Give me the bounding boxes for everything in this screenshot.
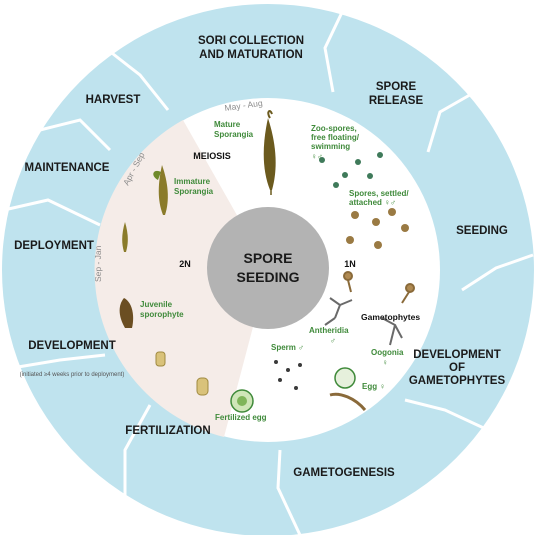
zoospore-icon — [319, 152, 383, 188]
svg-text:DEVELOPMENT: DEVELOPMENT — [413, 349, 501, 361]
oogonia-label-2: ♀ — [382, 358, 388, 367]
sperm-label: Sperm ♂ — [271, 343, 304, 352]
svg-text:GAMETOGENESIS: GAMETOGENESIS — [293, 467, 395, 479]
haploid-label: 1N — [344, 259, 356, 269]
svg-text:DEVELOPMENT: DEVELOPMENT — [28, 340, 116, 352]
kelp-blade-icon — [263, 110, 276, 195]
svg-text:HARVEST: HARVEST — [86, 94, 141, 106]
stage-spore-release: SPORE RELEASE — [369, 81, 424, 107]
early-juvenile-icon — [155, 351, 209, 396]
meiosis-label: MEIOSIS — [193, 151, 231, 161]
divider-8 — [3, 198, 101, 227]
stage-dev-gametophytes: DEVELOPMENT OF GAMETOPHYTES — [409, 349, 506, 387]
fertilized-egg-icon — [230, 389, 254, 413]
svg-text:AND MATURATION: AND MATURATION — [199, 49, 303, 61]
stage-deployment: DEPLOYMENT — [14, 240, 94, 252]
season-sep-jan: Sep - Jan — [93, 245, 103, 282]
zoospores-label-3: swimming — [311, 142, 350, 151]
zoospores-label-2: free floating/ — [311, 133, 360, 142]
svg-text:SORI COLLECTION: SORI COLLECTION — [198, 35, 304, 47]
spores-settled-label-2: attached ♀♂ — [349, 198, 396, 207]
antheridia-label-1: Antheridia — [309, 326, 349, 335]
zoospores-sex-label: ♀♂ — [311, 152, 323, 161]
divider-7 — [11, 353, 106, 370]
juvenile-label-1: Juvenile — [140, 300, 173, 309]
development-note: (initiated ≥4 weeks prior to deployment) — [20, 372, 125, 378]
svg-text:GAMETOPHYTES: GAMETOPHYTES — [409, 375, 506, 387]
immature-kelp-icon — [153, 165, 168, 215]
diploid-label: 2N — [179, 259, 191, 269]
divider-10 — [107, 48, 170, 111]
mature-sporangia-label-1: Mature — [214, 120, 241, 129]
divider-1 — [323, 5, 347, 93]
immature-sporangia-label-2: Sporangia — [174, 187, 214, 196]
juvenile-sporophyte-icon — [119, 298, 134, 328]
ring-dividers — [3, 5, 534, 535]
center-line2: SEEDING — [236, 269, 299, 285]
center-line1: SPORE — [243, 250, 292, 266]
divider-3 — [461, 253, 534, 292]
spores-settled-label-1: Spores, settled/ — [349, 189, 409, 198]
svg-text:SEEDING: SEEDING — [456, 225, 508, 237]
svg-text:DEPLOYMENT: DEPLOYMENT — [14, 240, 94, 252]
divider-2 — [426, 90, 476, 153]
stage-gametogenesis: GAMETOGENESIS — [293, 467, 395, 479]
zoospores-label-1: Zoo-spores, — [311, 124, 357, 133]
gametophyte-icon — [324, 297, 403, 346]
svg-text:SPORE: SPORE — [376, 81, 417, 93]
divider-6 — [123, 404, 152, 500]
settled-spore-icon — [346, 208, 409, 249]
stage-harvest: HARVEST — [86, 94, 141, 106]
small-kelp-icon — [122, 222, 128, 252]
gametophytes-label: Gametophytes — [361, 312, 420, 322]
germling-icon — [343, 271, 415, 304]
sperm-icon — [274, 360, 302, 390]
fertilized-egg-label: Fertilized egg — [215, 413, 267, 422]
divider-4 — [404, 398, 489, 432]
stage-development: DEVELOPMENT (initiated ≥4 weeks prior to… — [20, 340, 125, 378]
immature-sporangia-label-1: Immature — [174, 177, 211, 186]
center-circle — [207, 207, 329, 329]
egg-icon — [329, 367, 367, 411]
juvenile-label-2: sporophyte — [140, 310, 184, 319]
svg-text:RELEASE: RELEASE — [369, 95, 424, 107]
stage-sori: SORI COLLECTION AND MATURATION — [198, 35, 304, 61]
svg-text:MAINTENANCE: MAINTENANCE — [25, 162, 110, 174]
svg-text:FERTILIZATION: FERTILIZATION — [125, 425, 210, 437]
stage-fertilization: FERTILIZATION — [125, 425, 210, 437]
svg-text:OF: OF — [449, 362, 465, 374]
diploid-sector — [94, 120, 268, 437]
mature-sporangia-label-2: Sporangia — [214, 130, 254, 139]
egg-label: Egg ♀ — [362, 382, 385, 391]
divider-5 — [276, 449, 302, 535]
stage-maintenance: MAINTENANCE — [25, 162, 110, 174]
stage-seeding: SEEDING — [456, 225, 508, 237]
oogonia-label-1: Oogonia — [371, 348, 404, 357]
antheridia-label-2: ♂ — [330, 336, 336, 345]
divider-9 — [39, 118, 112, 152]
